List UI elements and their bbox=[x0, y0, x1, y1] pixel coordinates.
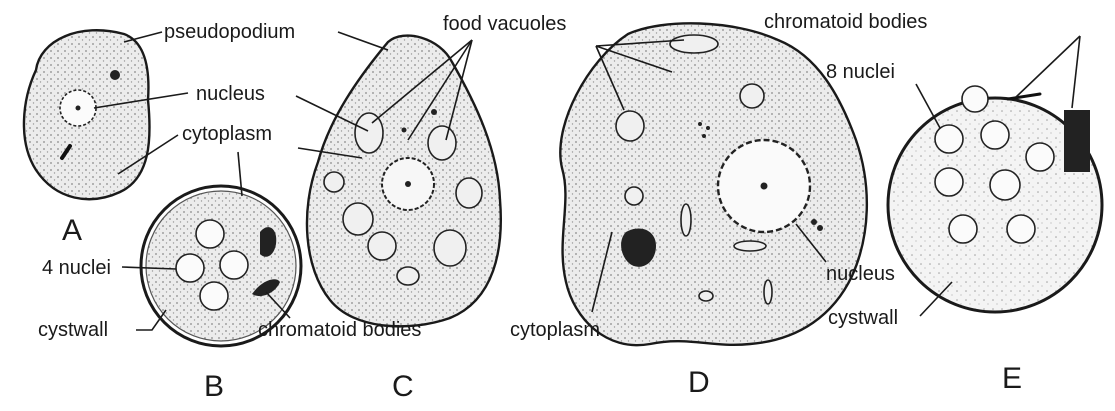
cell-e-nucleus bbox=[981, 121, 1009, 149]
label-chromatoid-bodies-b: chromatoid bodies bbox=[258, 319, 421, 341]
label-cystwall-b: cystwall bbox=[38, 319, 108, 341]
cell-c-food-vacuole bbox=[368, 232, 396, 260]
cell-d-food-vacuole bbox=[681, 204, 691, 236]
cell-b-nucleus bbox=[176, 254, 204, 282]
label-chromatoid-bodies-e: chromatoid bodies bbox=[764, 11, 927, 33]
cell-d-food-vacuole bbox=[764, 280, 772, 304]
cell-e bbox=[888, 86, 1102, 312]
cell-d-food-vacuole bbox=[670, 35, 718, 53]
cell-c-food-vacuole bbox=[324, 172, 344, 192]
cell-e-nucleus bbox=[949, 215, 977, 243]
cell-e-nucleus bbox=[1026, 143, 1054, 171]
cell-e-chromatoid-body bbox=[1008, 94, 1040, 99]
cell-e-nucleus bbox=[962, 86, 988, 112]
cell-d-food-vacuole bbox=[699, 291, 713, 301]
cell-c-food-vacuole bbox=[397, 267, 419, 285]
cell-a bbox=[24, 30, 150, 199]
label-nucleus-d: nucleus bbox=[826, 263, 895, 285]
label-pseudopodium: pseudopodium bbox=[164, 21, 295, 43]
panel-letter-a: A bbox=[62, 214, 82, 247]
label-8-nuclei: 8 nuclei bbox=[826, 61, 895, 83]
cell-c bbox=[307, 36, 501, 327]
cell-c-food-vacuole bbox=[343, 203, 373, 235]
cell-a-karyosome bbox=[76, 106, 81, 111]
cell-e-nucleus bbox=[935, 168, 963, 196]
cell-c-granule bbox=[402, 128, 407, 133]
label-nucleus-a: nucleus bbox=[196, 83, 265, 105]
cell-d-granule bbox=[706, 126, 710, 130]
cell-c-karyosome bbox=[405, 181, 411, 187]
cell-c-food-vacuole bbox=[428, 126, 456, 160]
cell-d-granule bbox=[698, 122, 702, 126]
panel-letter-e: E bbox=[1002, 362, 1022, 395]
cell-b-nucleus bbox=[196, 220, 224, 248]
cell-e-nucleus bbox=[935, 125, 963, 153]
cell-e-nucleus bbox=[1007, 215, 1035, 243]
cell-d-food-vacuole bbox=[740, 84, 764, 108]
cell-d bbox=[560, 23, 867, 345]
panel-letter-d: D bbox=[688, 366, 710, 399]
cell-c-food-vacuole bbox=[434, 230, 466, 266]
cell-d-karyosome bbox=[761, 183, 768, 190]
label-cystwall-e: cystwall bbox=[828, 307, 898, 329]
cell-d-food-vacuole bbox=[616, 111, 644, 141]
cell-d-granule bbox=[702, 134, 706, 138]
cell-b-nucleus bbox=[200, 282, 228, 310]
cell-d-food-vacuole bbox=[734, 241, 766, 251]
cell-d-granule bbox=[817, 225, 823, 231]
cell-a-dark-granule bbox=[110, 70, 120, 80]
cell-c-food-vacuole bbox=[355, 113, 383, 153]
label-cytoplasm-d: cytoplasm bbox=[510, 319, 600, 341]
panel-letter-b: B bbox=[204, 370, 224, 403]
cell-c-granule bbox=[431, 109, 437, 115]
cell-c-food-vacuole bbox=[456, 178, 482, 208]
panel-letter-c: C bbox=[392, 370, 414, 403]
cell-e-chromatoid-body bbox=[1064, 110, 1090, 172]
cell-d-food-vacuole bbox=[625, 187, 643, 205]
label-food-vacuoles: food vacuoles bbox=[443, 13, 566, 35]
cell-e-nucleus bbox=[990, 170, 1020, 200]
cell-b-nucleus bbox=[220, 251, 248, 279]
label-4-nuclei: 4 nuclei bbox=[42, 257, 111, 279]
cell-d-granule bbox=[811, 219, 817, 225]
label-cytoplasm-b: cytoplasm bbox=[182, 123, 272, 145]
